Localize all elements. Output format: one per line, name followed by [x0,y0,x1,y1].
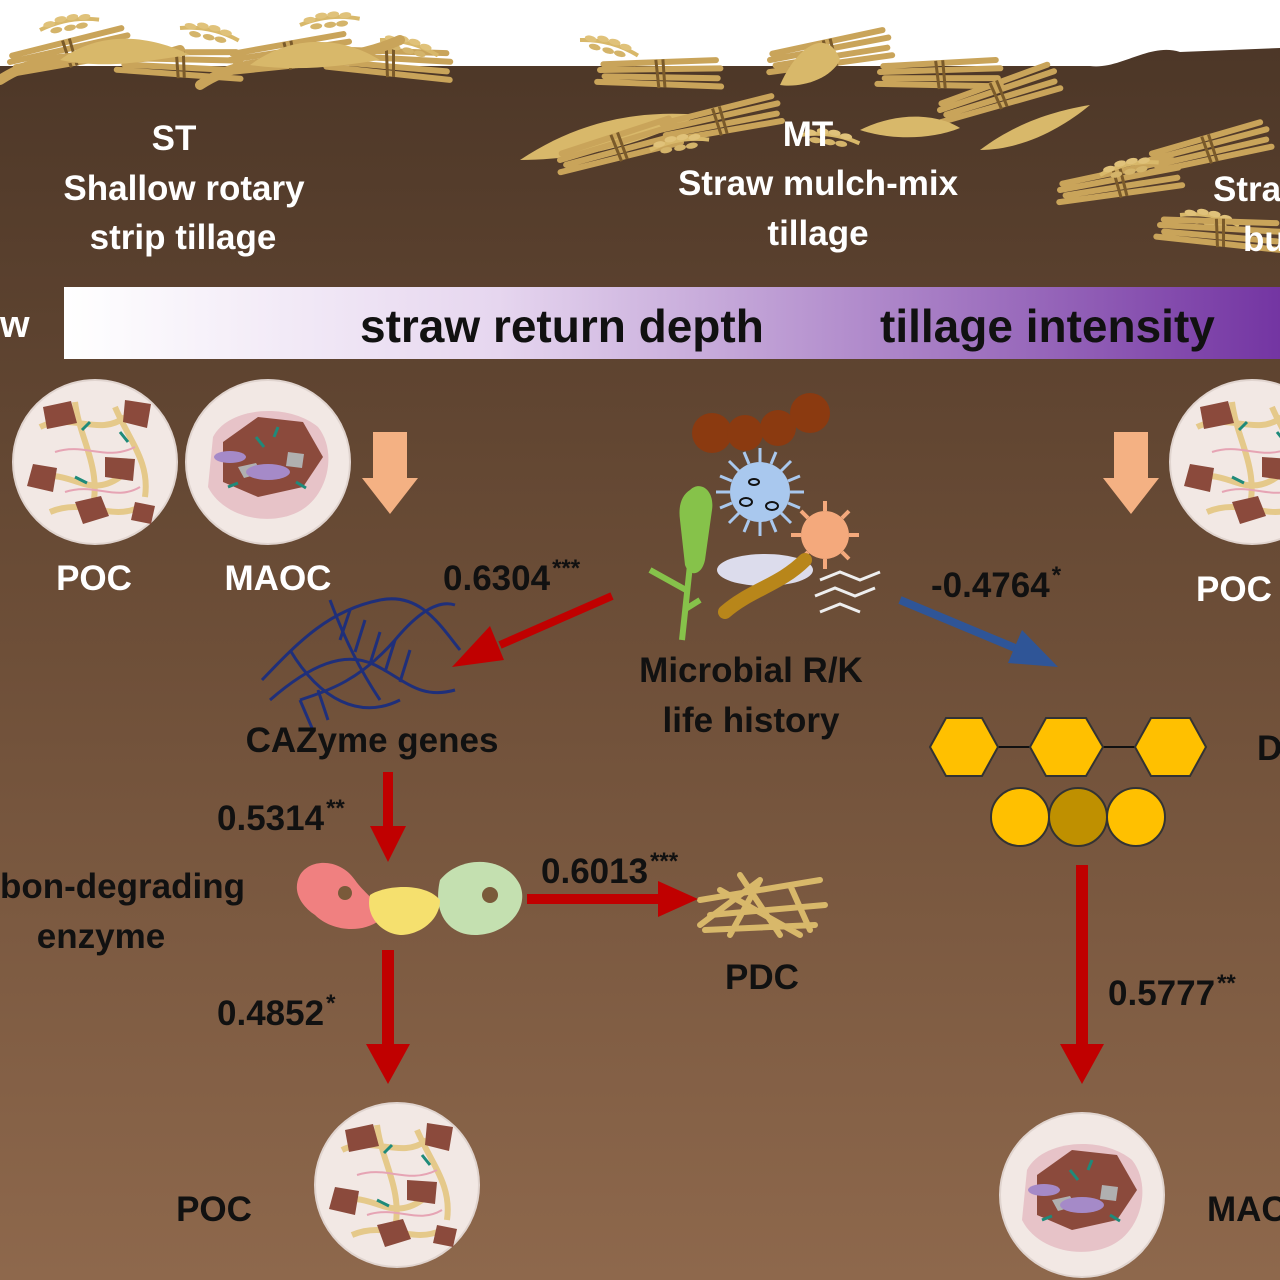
cazyme-dna-illustration [260,597,462,729]
microbe-cluster-illustration [648,393,881,641]
maoc-label-top: MAOC [224,559,332,598]
pdc-label: PDC [725,958,799,997]
right-tillage-partial-line2: bu [1243,220,1280,259]
poc-label-top-right: POC [1196,570,1272,609]
path-arrow-enzyme-to-pdc [527,881,698,917]
right-tillage-partial-line1: Stra [1213,170,1280,209]
poc-disc-bottom [315,1103,479,1267]
microbial-label-line1: Microbial R/K [639,651,863,690]
path-arrow-microbial-to-d [898,596,1058,667]
coef-microbial-cazyme: 0.6304*** [443,555,581,598]
coef-d-maoc: 0.5777** [1108,970,1236,1013]
path-arrow-microbial-to-cazyme [452,592,614,667]
poc-disc-top-left [13,380,177,544]
surface-straw-illustration [0,6,1280,256]
microbial-label-line2: life history [662,701,840,740]
enzyme-label-line1: bon-degrading [0,867,245,906]
mt-code: MT [782,115,834,154]
path-arrow-enzyme-to-poc [366,950,410,1084]
enzyme-illustration [296,861,523,935]
maoc-label-bottom: MAC [1207,1190,1280,1229]
polymer-chain-illustration [928,717,1208,847]
coef-enzyme-pdc: 0.6013*** [541,848,679,891]
decrease-arrow-left [362,432,418,514]
tillage-intensity-label: tillage intensity [880,300,1215,352]
pdc-straw-pile [697,872,828,938]
straw-return-depth-label: straw return depth [360,300,764,352]
st-name-line1: Shallow rotary [63,169,305,208]
path-arrow-cazyme-to-enzyme [370,772,406,862]
gradient-left-partial: w [0,304,30,346]
coef-microbial-d: -0.4764* [931,562,1062,605]
mt-name-line2: tillage [767,214,869,253]
decrease-arrow-right [1103,432,1159,514]
st-code: ST [151,119,197,158]
poc-label-bottom: POC [176,1190,252,1229]
maoc-disc-top [184,378,352,546]
poc-label-top-left: POC [56,559,132,598]
maoc-disc-bottom [998,1111,1166,1279]
path-arrow-d-to-maoc [1060,865,1104,1084]
mt-name-line1: Straw mulch-mix [677,164,959,203]
polymer-label-partial: D [1257,729,1280,768]
coef-enzyme-poc: 0.4852* [217,990,336,1033]
coef-cazyme-enzyme: 0.5314** [217,795,345,838]
enzyme-label-line2: enzyme [36,917,166,956]
st-name-line2: strip tillage [89,218,277,257]
cazyme-label: CAZyme genes [245,721,499,760]
gradient-band [64,287,1280,359]
